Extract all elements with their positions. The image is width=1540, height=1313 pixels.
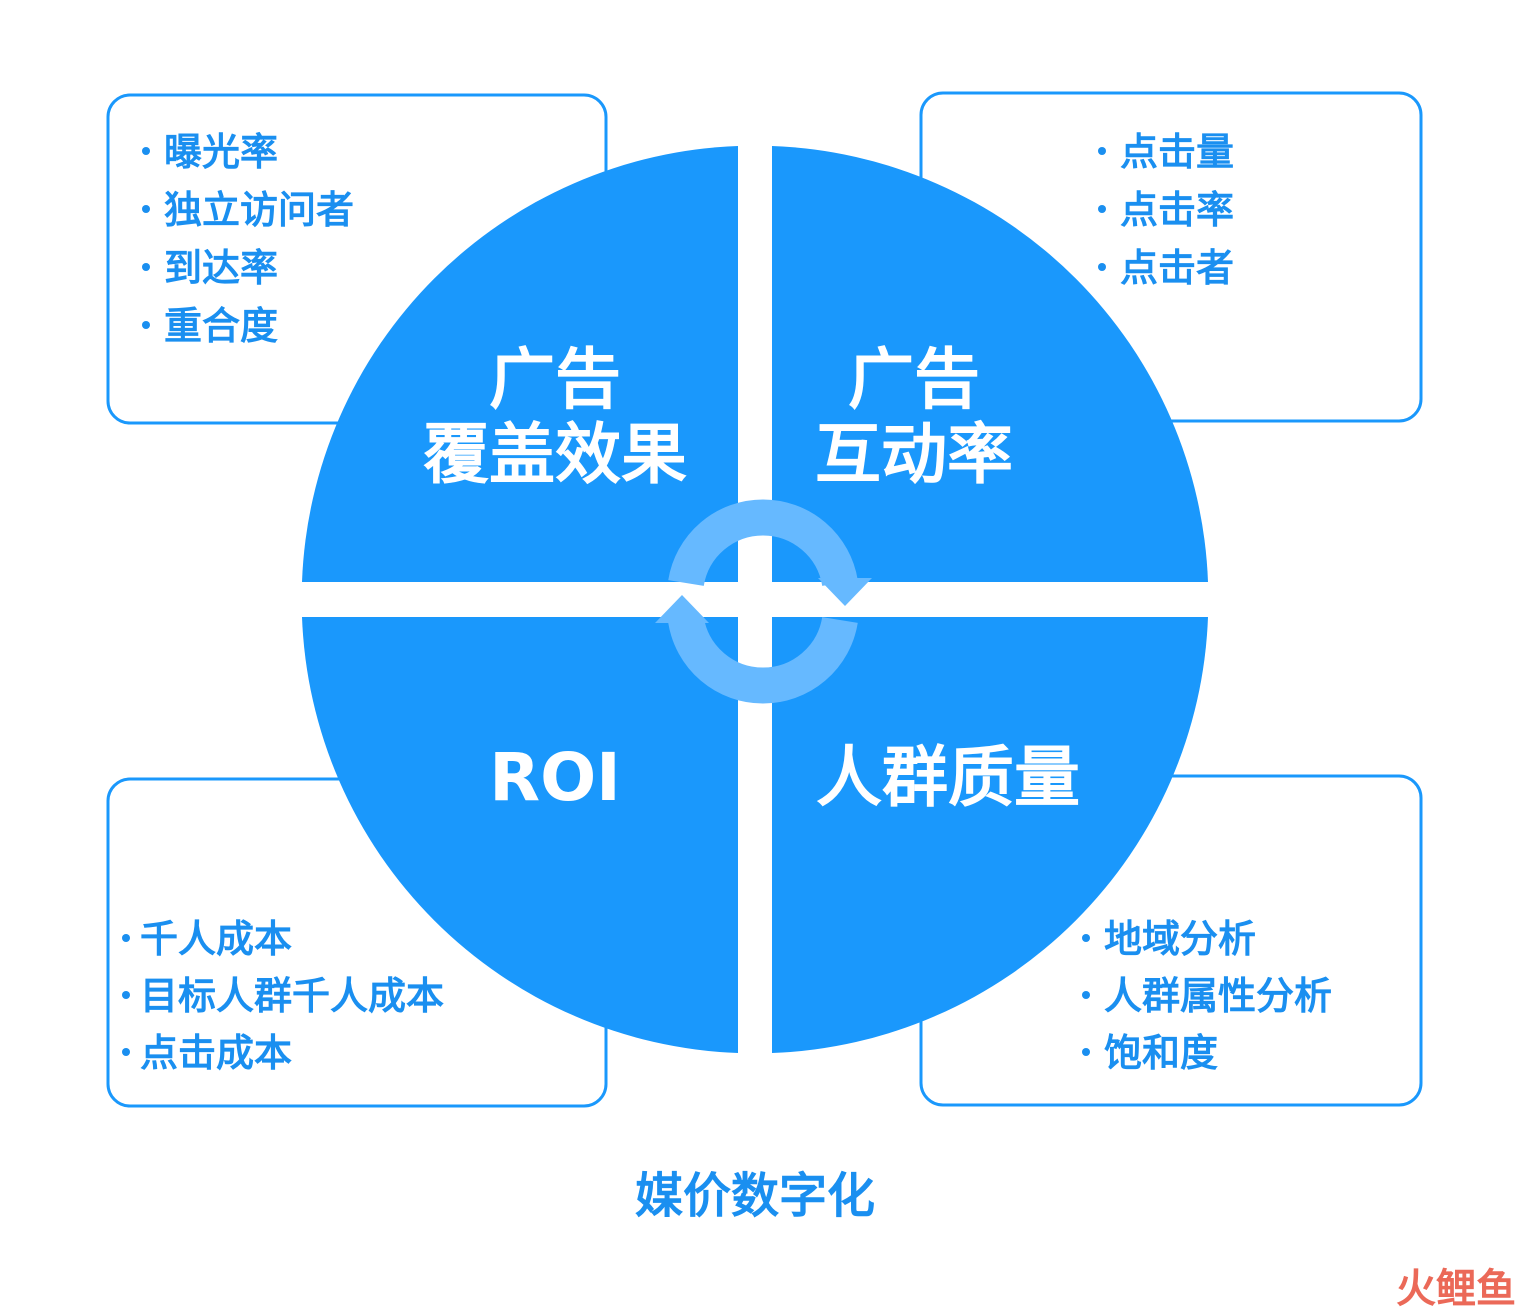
quadrant-title: 互动率 bbox=[815, 416, 1013, 493]
bullet-dot bbox=[122, 991, 130, 999]
quadrant-title: ROI bbox=[489, 739, 620, 816]
cycle-arc-upper bbox=[668, 499, 858, 587]
quadrant-title: 广告 bbox=[848, 341, 980, 418]
box-item: 人群属性分析 bbox=[1104, 974, 1332, 1018]
quadrant-top-right bbox=[772, 146, 1208, 582]
quadrant-bottom-right bbox=[772, 617, 1208, 1053]
circular-arrows-icon bbox=[655, 499, 872, 704]
box-item: 点击量 bbox=[1120, 130, 1234, 174]
bullet-dot bbox=[142, 205, 150, 213]
box-item: 点击成本 bbox=[140, 1031, 292, 1075]
bullet-dot bbox=[142, 147, 150, 155]
box-item: 目标人群千人成本 bbox=[140, 974, 444, 1018]
bullet-dot bbox=[1098, 263, 1106, 271]
diagram-caption: 媒价数字化 bbox=[635, 1168, 875, 1224]
bullet-dot bbox=[122, 934, 130, 942]
quadrant-title: 覆盖效果 bbox=[423, 416, 687, 493]
bullet-dot bbox=[1082, 1048, 1090, 1056]
bullet-dot bbox=[1098, 205, 1106, 213]
bullet-dot bbox=[1082, 934, 1090, 942]
cycle-arrowhead-lower bbox=[655, 595, 709, 623]
bullet-dot bbox=[1082, 991, 1090, 999]
box-item: 曝光率 bbox=[164, 130, 278, 174]
cycle-arc-lower bbox=[668, 616, 858, 704]
bullet-dot bbox=[122, 1048, 130, 1056]
box-item: 点击率 bbox=[1120, 188, 1234, 232]
box-item: 到达率 bbox=[164, 246, 278, 290]
watermark-logo: 火鲤鱼 bbox=[1396, 1266, 1516, 1312]
box-item: 地域分析 bbox=[1104, 917, 1256, 961]
bullet-dot bbox=[142, 263, 150, 271]
box-item: 独立访问者 bbox=[164, 188, 354, 232]
box-item: 点击者 bbox=[1120, 246, 1234, 290]
box-item: 千人成本 bbox=[140, 917, 292, 961]
cycle-arrowhead-upper bbox=[818, 578, 872, 606]
box-item: 饱和度 bbox=[1104, 1031, 1218, 1075]
quadrant-title: 广告 bbox=[489, 341, 621, 418]
quadrant-bottom-left bbox=[302, 617, 738, 1053]
bullet-dot bbox=[1098, 147, 1106, 155]
bullet-dot bbox=[142, 321, 150, 329]
quadrant-title: 人群质量 bbox=[816, 739, 1080, 816]
quadrant-top-left bbox=[302, 146, 738, 582]
box-item: 重合度 bbox=[164, 304, 278, 348]
